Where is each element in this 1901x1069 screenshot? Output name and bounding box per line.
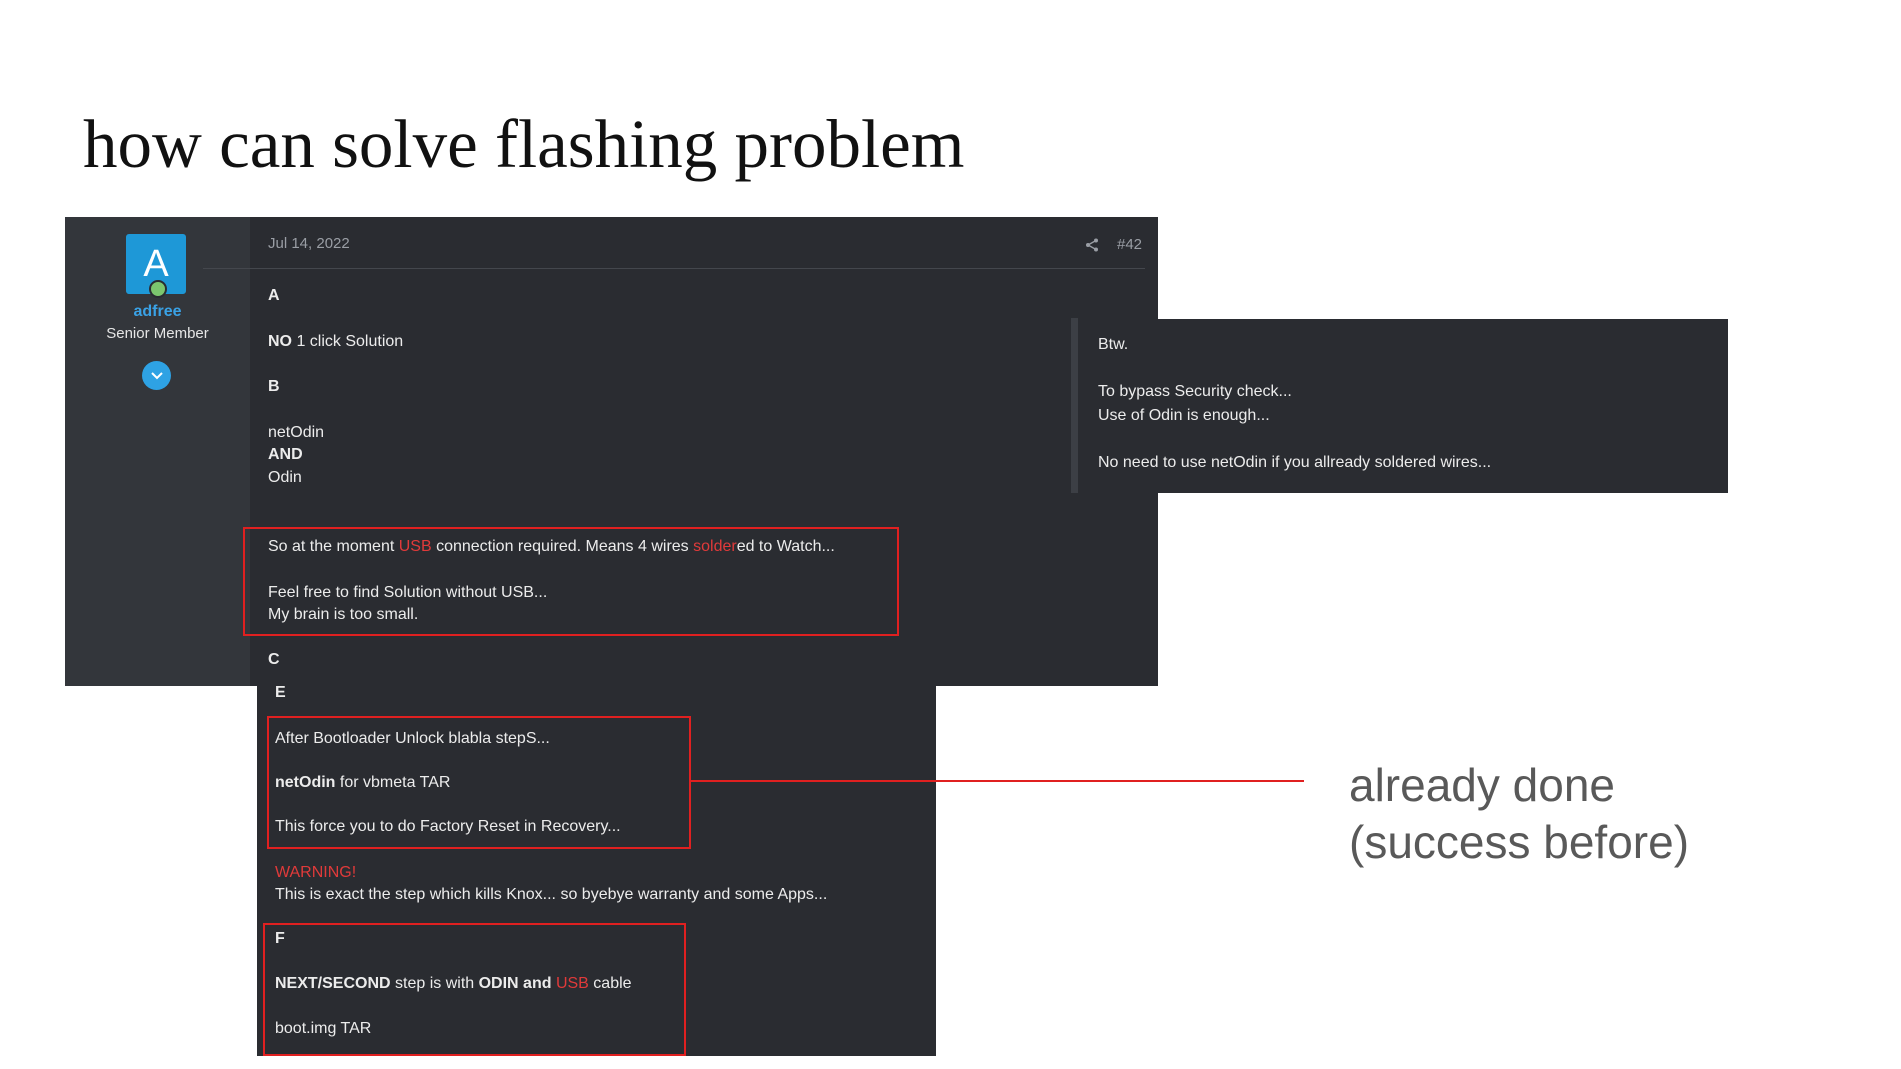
usb-required-line: So at the moment USB connection required…	[268, 538, 835, 556]
netodin-vbmeta-line: netOdin for vbmeta TAR	[275, 774, 450, 792]
section-f-heading: F	[275, 930, 285, 947]
btw-line: Btw.	[1098, 336, 1129, 353]
quote-bar	[1071, 318, 1078, 493]
usb-line-part2: connection required. Means 4 wires	[431, 538, 694, 555]
online-status-icon	[149, 280, 167, 298]
usb-line-part1: So at the moment	[268, 538, 399, 555]
share-icon[interactable]	[1085, 238, 1099, 252]
annotation-text: already done (success before)	[1349, 757, 1689, 871]
no-need-line: No need to use netOdin if you allready s…	[1098, 454, 1492, 471]
next-mid-text: step is with	[390, 975, 479, 992]
bypass-line: To bypass Security check...	[1098, 383, 1292, 400]
brain-line: My brain is too small.	[268, 606, 419, 623]
section-e-heading: E	[275, 684, 286, 701]
section-b-heading: B	[268, 378, 280, 395]
cable-text: cable	[588, 975, 632, 992]
user-info-column: A adfree Senior Member	[65, 217, 250, 686]
next-second-bold: NEXT/SECOND	[275, 975, 391, 992]
warning-label: WARNING!	[275, 864, 357, 881]
usb-line-part3: ed to Watch...	[736, 538, 835, 555]
feel-free-line: Feel free to find Solution without USB..…	[268, 584, 548, 601]
annotation-line-2: (success before)	[1349, 816, 1690, 868]
quote-panel	[1078, 319, 1728, 493]
chevron-down-icon	[150, 371, 163, 379]
annotation-connector-line	[690, 780, 1304, 782]
boot-img-line: boot.img TAR	[275, 1020, 372, 1037]
step-f-highlight-box	[263, 923, 686, 1056]
section-a-heading: A	[268, 287, 280, 304]
odin-line: Odin	[268, 469, 302, 486]
slide-title: how can solve flashing problem	[83, 106, 965, 182]
lower-post-panel	[257, 686, 936, 1056]
knox-warning-line: This is exact the step which kills Knox.…	[275, 886, 828, 903]
odin-and-bold: ODIN and	[478, 975, 552, 992]
netodin-bold: netOdin	[275, 774, 336, 791]
forum-post-panel: A adfree Senior Member	[65, 217, 1158, 686]
annotation-line-1: already done	[1349, 759, 1615, 811]
after-unlock-line: After Bootloader Unlock blabla stepS...	[275, 730, 550, 747]
step-e-highlight-box	[267, 716, 691, 849]
odin-enough-line: Use of Odin is enough...	[1098, 407, 1270, 424]
one-click-text: 1 click Solution	[292, 333, 404, 350]
username-link[interactable]: adfree	[133, 303, 182, 320]
next-step-line: NEXT/SECOND step is with ODIN and USB ca…	[275, 975, 632, 993]
and-word: AND	[268, 446, 303, 463]
no-one-click-line: NO 1 click Solution	[268, 333, 403, 351]
expand-user-button[interactable]	[142, 361, 171, 390]
factory-reset-line: This force you to do Factory Reset in Re…	[275, 818, 621, 835]
post-date[interactable]: Jul 14, 2022	[268, 235, 350, 252]
usb-highlight-box	[243, 527, 899, 636]
post-number-link[interactable]: #42	[1117, 236, 1143, 253]
usb-cable-highlight: USB	[555, 975, 589, 992]
solder-highlight: solder	[693, 538, 737, 555]
netodin-rest: for vbmeta TAR	[335, 774, 451, 791]
post-header-divider	[203, 268, 1145, 269]
netodin-line: netOdin	[268, 424, 325, 441]
user-title: Senior Member	[106, 325, 209, 342]
section-c-heading: C	[268, 651, 280, 668]
usb-highlight: USB	[398, 538, 432, 555]
no-word: NO	[268, 333, 292, 350]
